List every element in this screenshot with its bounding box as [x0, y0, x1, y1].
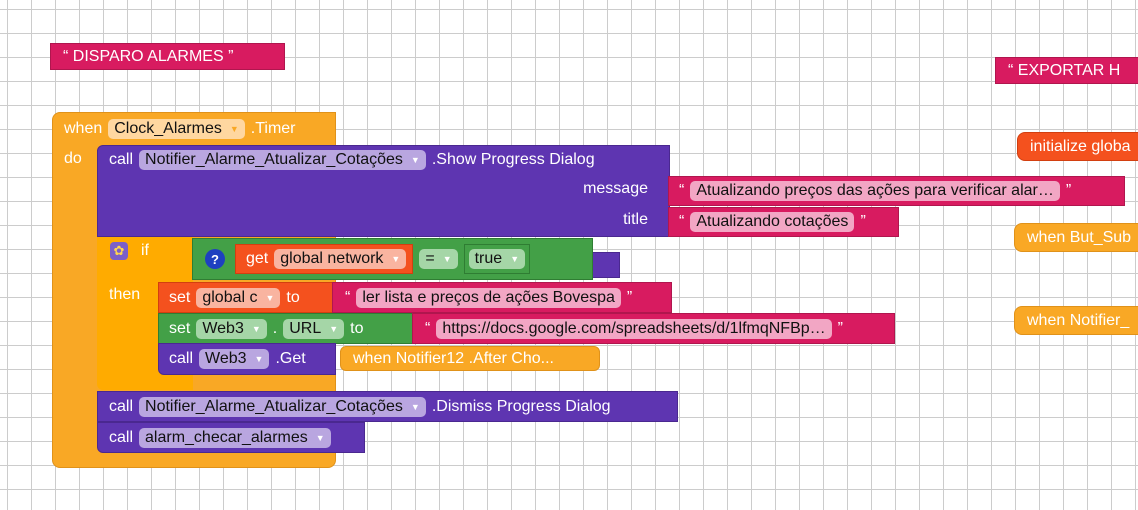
initialize-global-block[interactable]: initialize globa [1017, 132, 1138, 161]
string-value[interactable]: ler lista e preços de ações Bovespa [356, 287, 621, 308]
if-label: if [141, 242, 149, 259]
dropdown-value: alarm_checar_alarmes [145, 428, 308, 446]
to-label: to [286, 288, 300, 306]
chevron-down-icon: ▼ [391, 254, 401, 264]
quote: “ [1008, 61, 1014, 79]
component-dropdown[interactable]: Notifier_Alarme_Atualizar_Cotações ▼ [139, 150, 426, 170]
quote: “ [345, 288, 351, 306]
chevron-down-icon: ▼ [510, 254, 520, 264]
variable-dropdown[interactable]: global network ▼ [274, 249, 407, 269]
dropdown-value: Web3 [205, 350, 247, 367]
quote: ” [1065, 182, 1072, 199]
operator-dropdown[interactable]: =▼ [419, 249, 458, 269]
call-procedure-block[interactable]: call alarm_checar_alarmes ▼ [97, 422, 365, 453]
button-event-block[interactable]: when But_Sub [1014, 223, 1138, 252]
quote: “ [679, 182, 685, 199]
then-label: then [109, 286, 141, 303]
property-dropdown[interactable]: URL ▼ [283, 318, 345, 339]
component-dropdown[interactable]: Notifier_Alarme_Atualizar_Cotações ▼ [139, 396, 426, 417]
call-label: call [169, 350, 194, 367]
string-value[interactable]: Atualizando cotações [690, 212, 855, 232]
dropdown-value: true [474, 250, 503, 267]
dropdown-value: global network [280, 250, 384, 267]
chevron-down-icon: ▼ [265, 292, 275, 303]
dropdown-value: global c [202, 288, 258, 306]
message-string-block[interactable]: “ Atualizando preços das ações para verif… [668, 176, 1125, 206]
method-label: .Get [275, 350, 306, 367]
method-label: .Dismiss Progress Dialog [431, 397, 611, 415]
set-global-block[interactable]: set global c ▼ to [158, 282, 336, 313]
method-label: .Show Progress Dialog [431, 151, 595, 168]
string-value[interactable]: https://docs.google.com/spreadsheets/d/1… [436, 318, 832, 339]
dropdown-value: Clock_Alarmes [114, 120, 222, 137]
notifier-event-block[interactable]: when Notifier_ [1014, 306, 1138, 335]
component-dropdown[interactable]: Web3 ▼ [199, 349, 270, 369]
quote: “ [63, 47, 69, 65]
hidden-notifier-event-block[interactable]: when Notifier12 .After Cho... [340, 346, 600, 371]
dropdown-value: Notifier_Alarme_Atualizar_Cotações [145, 397, 403, 415]
chevron-down-icon: ▼ [410, 155, 420, 165]
event-name: .Timer [250, 120, 296, 137]
call-label: call [109, 397, 134, 415]
quote: ” [837, 319, 843, 337]
dropdown-value: = [425, 250, 435, 267]
dropdown-value: URL [289, 319, 322, 337]
string-value[interactable]: Atualizando preços das ações para verifi… [690, 181, 1060, 201]
title-label: title [623, 211, 648, 228]
quote: “ [679, 213, 685, 230]
help-icon[interactable]: ? [205, 249, 225, 269]
dot-label: . [272, 319, 278, 337]
block-label: when Notifier_ [1027, 311, 1130, 329]
comment-block-exportar[interactable]: “ EXPORTAR H [995, 57, 1138, 84]
block-label: when But_Sub [1027, 228, 1132, 246]
comment-block-disparo[interactable]: “ DISPARO ALARMES ” [50, 43, 285, 70]
title-string-block[interactable]: “ Atualizando cotações ” [668, 207, 899, 237]
string-block[interactable]: “ ler lista e preços de ações Bovespa ” [332, 282, 672, 313]
chevron-down-icon: ▼ [329, 323, 339, 334]
web-get-block[interactable]: call Web3 ▼ .Get [158, 343, 336, 375]
quote: ” [626, 288, 633, 306]
procedure-dropdown[interactable]: alarm_checar_alarmes ▼ [139, 427, 331, 448]
quote: “ [425, 319, 431, 337]
boolean-block[interactable]: true ▼ [463, 244, 531, 274]
message-label: message [583, 180, 648, 197]
get-variable-block[interactable]: get global network ▼ [235, 244, 414, 274]
quote: ” [228, 47, 234, 65]
get-label: get [246, 250, 269, 267]
dropdown-value: Notifier_Alarme_Atualizar_Cotações [145, 151, 403, 168]
block-label: initialize globa [1030, 137, 1131, 155]
dropdown-value: Web3 [202, 319, 244, 337]
gear-icon[interactable]: ✿ [110, 242, 128, 260]
call-label: call [109, 151, 134, 168]
when-label: when [64, 120, 103, 137]
dismiss-progress-dialog-block[interactable]: call Notifier_Alarme_Atualizar_Cotações ▼.… [97, 391, 678, 422]
do-label: do [64, 150, 82, 167]
chevron-down-icon: ▼ [315, 432, 325, 443]
quote: ” [860, 213, 866, 230]
comment-text: DISPARO ALARMES [72, 47, 224, 65]
show-header: call Notifier_Alarme_Atualizar_Cotações ▼… [109, 147, 595, 173]
chevron-down-icon: ▼ [229, 124, 239, 134]
comment-text: EXPORTAR H [1017, 61, 1121, 79]
call-label: call [109, 428, 134, 446]
chevron-down-icon: ▼ [254, 354, 264, 364]
chevron-down-icon: ▼ [442, 254, 452, 264]
chevron-down-icon: ▼ [251, 323, 261, 334]
set-web-url-block[interactable]: set Web3 ▼. URL ▼ to [158, 313, 414, 344]
component-dropdown[interactable]: Clock_Alarmes ▼ [108, 119, 245, 139]
event-label: when Notifier12 .After Cho... [353, 349, 554, 367]
to-label: to [350, 319, 364, 337]
set-label: set [169, 288, 191, 306]
chevron-down-icon: ▼ [410, 401, 420, 412]
component-dropdown[interactable]: Web3 ▼ [196, 318, 267, 339]
set-label: set [169, 319, 191, 337]
url-string-block[interactable]: “ https://docs.google.com/spreadsheets/d/… [412, 313, 895, 344]
event-header: when Clock_Alarmes ▼ .Timer [64, 116, 296, 142]
variable-dropdown[interactable]: global c ▼ [196, 287, 281, 308]
